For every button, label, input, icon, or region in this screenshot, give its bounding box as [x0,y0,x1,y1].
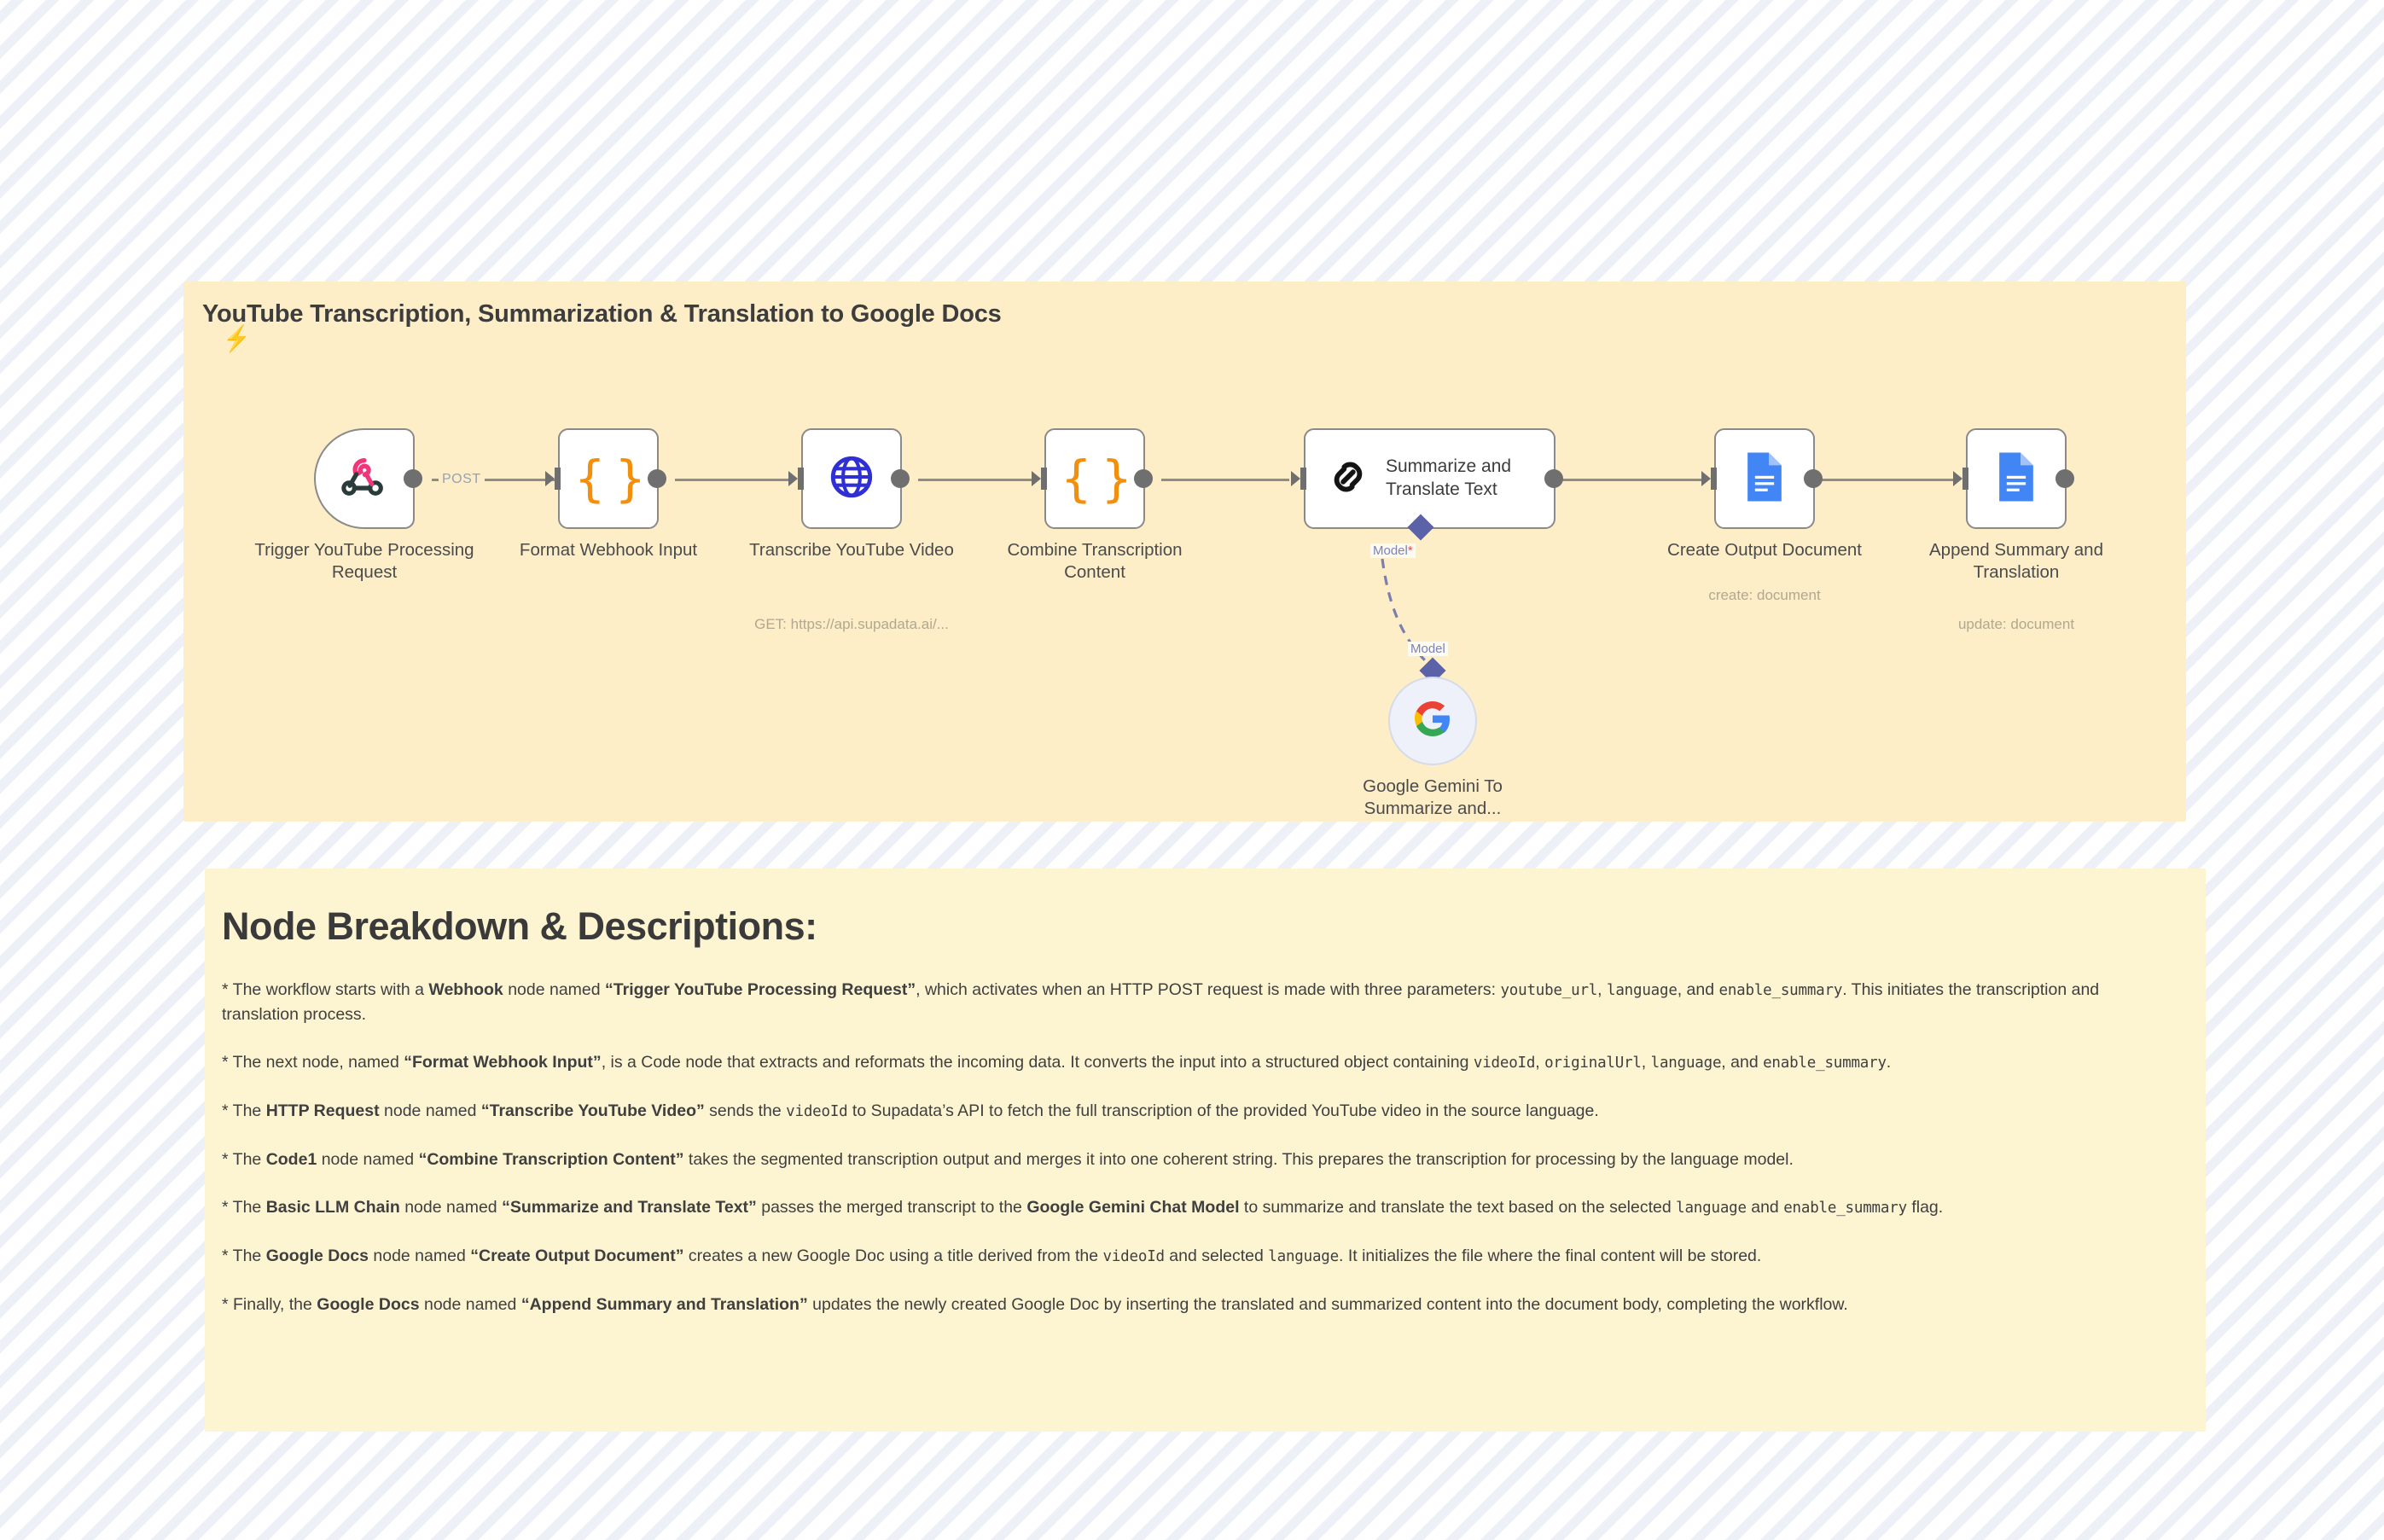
output-port[interactable] [404,469,422,488]
ai-connector-label-bottom: Model [1408,642,1448,656]
ai-label-text: Model [1373,543,1408,558]
node-summarize-and-translate-text[interactable]: Summarize and Translate Text [1291,428,1563,541]
google-docs-icon [1994,450,2038,508]
node-label: Format Webhook Input [519,540,698,560]
required-asterisk: * [1407,543,1413,558]
input-port[interactable] [1291,468,1306,490]
node-combine-transcription-content[interactable]: { } Combine Transcription Content [1007,428,1183,582]
node-format-webhook-input[interactable]: { } Format Webhook Input [520,428,697,560]
description-paragraph: * The Code1 node named “Combine Transcri… [222,1149,1794,1169]
globe-icon [827,452,876,506]
workflow-canvas[interactable]: YouTube Transcription, Summarization & T… [183,282,2186,822]
description-paragraph: * Finally, the Google Docs node named “A… [222,1294,1848,1314]
ai-connector-label-top: Model* [1370,543,1416,558]
trigger-lightning-icon: ⚡ [223,325,251,353]
description-paragraph: * The next node, named “Format Webhook I… [222,1053,1892,1072]
connector-create-to-append [1814,479,1957,481]
output-port[interactable] [648,469,666,488]
node-breakdown-panel: Node Breakdown & Descriptions: * The wor… [205,869,2206,1432]
ai-connection-dashed-line [1381,558,1433,669]
description-paragraph: * The workflow starts with a Webhook nod… [222,980,2100,1024]
node-label: Append Summary and Translation [1929,540,2103,583]
output-port[interactable] [891,469,910,488]
description-paragraph: * The Google Docs node named “Create Out… [222,1247,1762,1266]
connector-format-to-transcribe [675,479,788,481]
section-heading: Node Breakdown & Descriptions: [222,904,817,948]
connector-summarize-to-create [1562,479,1706,481]
node-label: Transcribe YouTube Video [749,540,954,560]
node-create-output-document[interactable]: Create Output Document create: document [1667,428,1862,603]
google-g-icon [1412,699,1453,744]
node-sublabel: create: document [1708,587,1821,603]
connector-label-post: POST [439,472,485,487]
input-port[interactable] [1032,468,1047,490]
connector-transcribe-to-combine [918,479,1032,481]
node-label: Trigger YouTube Processing Request [254,540,474,583]
code-braces-icon: { } [573,450,646,508]
node-inline-label: Summarize and Translate Text [1386,456,1512,499]
connector-combine-to-summarize [1161,479,1289,481]
input-port[interactable] [1953,468,1968,490]
connector-trigger-to-format [432,479,558,481]
node-label: Create Output Document [1667,540,1862,560]
output-port[interactable] [1804,469,1823,488]
node-trigger-youtube-processing-request[interactable]: Trigger YouTube Processing Request [254,428,474,582]
node-sublabel: GET: https://api.supadata.ai/... [754,616,949,632]
description-paragraph: * The Basic LLM Chain node named “Summar… [222,1198,1944,1217]
output-port[interactable] [1134,469,1153,488]
input-port[interactable] [788,468,804,490]
node-label: Google Gemini To Summarize and... [1363,776,1503,819]
google-docs-icon [1742,450,1787,508]
node-transcribe-youtube-video[interactable]: Transcribe YouTube Video GET: https://ap… [749,428,954,632]
input-port[interactable] [545,468,561,490]
workflow-title: YouTube Transcription, Summarization & T… [202,300,1002,328]
node-sublabel: update: document [1957,616,2075,632]
node-append-summary-and-translation[interactable]: Append Summary and Translation update: d… [1929,428,2103,632]
code-braces-icon: { } [1060,450,1132,508]
input-port[interactable] [1701,468,1717,490]
webhook-icon [340,452,389,506]
output-port[interactable] [1544,469,1563,488]
node-google-gemini-chat-model[interactable]: Google Gemini To Summarize and... [1363,677,1503,818]
description-paragraph: * The HTTP Request node named “Transcrib… [222,1101,1599,1121]
chain-link-icon [1324,453,1372,505]
output-port[interactable] [2055,469,2074,488]
description-body: * The workflow starts with a Webhook nod… [217,978,2189,1317]
node-label: Combine Transcription Content [1007,540,1183,583]
